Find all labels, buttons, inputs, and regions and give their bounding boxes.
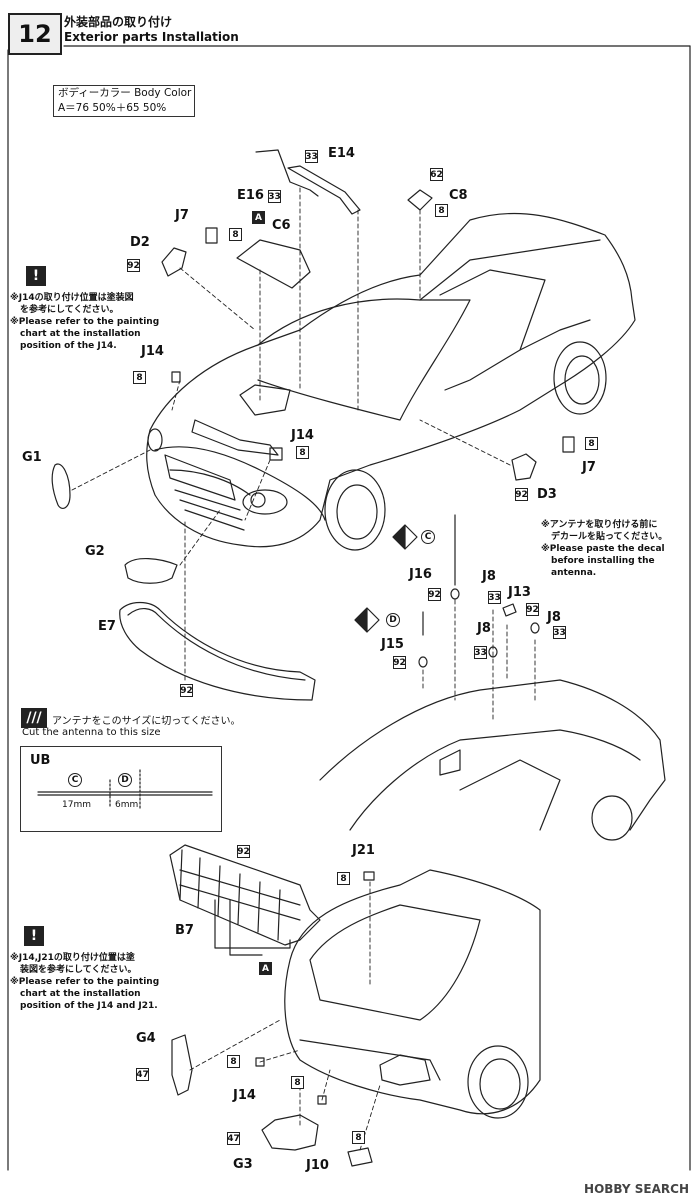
color-code: 8 bbox=[229, 228, 242, 241]
label-c8: C8 bbox=[449, 188, 468, 203]
color-code: 92 bbox=[428, 588, 441, 601]
step-title-jp: 外装部品の取り付け bbox=[64, 15, 173, 29]
color-code: 92 bbox=[180, 684, 193, 697]
attention-icon: ! bbox=[26, 266, 46, 286]
label-e7: E7 bbox=[98, 619, 116, 634]
ub-length-c: 17mm bbox=[62, 800, 91, 810]
body-color-formula: A＝76 50%＋65 50% bbox=[58, 102, 167, 114]
note-j14-j21: ※J14,J21の取り付け位置は塗 装図を参考にしてください。 ※Please … bbox=[10, 953, 160, 1011]
label-j15: J15 bbox=[381, 637, 404, 652]
note-j14: ※J14の取り付け位置は塗装図 を参考にしてください。 ※Please refe… bbox=[10, 293, 160, 351]
label-j7-front: J7 bbox=[175, 208, 189, 223]
color-code: 92 bbox=[515, 488, 528, 501]
cut-icon: /// bbox=[21, 708, 47, 728]
color-code: 33 bbox=[488, 591, 501, 604]
ub-mark-d: D bbox=[118, 773, 132, 787]
step-number: 12 bbox=[8, 13, 62, 55]
label-j14-a: J14 bbox=[141, 344, 164, 359]
color-code: 8 bbox=[585, 437, 598, 450]
color-code: 8 bbox=[352, 1131, 365, 1144]
step-title-en: Exterior parts Installation bbox=[64, 30, 239, 44]
label-j16: J16 bbox=[409, 567, 432, 582]
label-e16: E16 bbox=[237, 188, 264, 203]
color-code: 47 bbox=[227, 1132, 240, 1145]
color-code: 8 bbox=[291, 1076, 304, 1089]
label-j8-c: J8 bbox=[477, 621, 491, 636]
antenna-length-box bbox=[20, 746, 222, 832]
antenna-mark-c: C bbox=[421, 530, 435, 544]
color-code: 92 bbox=[526, 603, 539, 616]
color-code: 8 bbox=[133, 371, 146, 384]
color-code: 62 bbox=[430, 168, 443, 181]
body-color-box: ボディーカラー Body Color A＝76 50%＋65 50% bbox=[53, 85, 195, 117]
label-j10: J10 bbox=[306, 1158, 329, 1173]
label-j14-b: J14 bbox=[291, 428, 314, 443]
color-code: 92 bbox=[237, 845, 250, 858]
label-g2: G2 bbox=[85, 544, 105, 559]
label-j7-side: J7 bbox=[582, 460, 596, 475]
color-code: A bbox=[252, 211, 265, 224]
label-j13: J13 bbox=[508, 585, 531, 600]
label-c6: C6 bbox=[272, 218, 291, 233]
color-code: 33 bbox=[305, 150, 318, 163]
color-code: 33 bbox=[474, 646, 487, 659]
color-code: 92 bbox=[127, 259, 140, 272]
watermark-logo: HOBBY SEARCH bbox=[584, 1182, 689, 1196]
color-code: 33 bbox=[268, 190, 281, 203]
attention-icon-2: ! bbox=[24, 926, 44, 946]
color-code: 8 bbox=[227, 1055, 240, 1068]
cut-note-en: Cut the antenna to this size bbox=[22, 727, 161, 738]
label-g1: G1 bbox=[22, 450, 42, 465]
color-code: 92 bbox=[393, 656, 406, 669]
label-j8-b: J8 bbox=[547, 610, 561, 625]
body-color-title: ボディーカラー Body Color bbox=[58, 87, 192, 99]
color-code: 8 bbox=[337, 872, 350, 885]
label-g3: G3 bbox=[233, 1157, 253, 1172]
label-j21: J21 bbox=[352, 843, 375, 858]
color-code: A bbox=[259, 962, 272, 975]
color-code: 8 bbox=[435, 204, 448, 217]
color-code: 47 bbox=[136, 1068, 149, 1081]
label-b7: B7 bbox=[175, 923, 194, 938]
cut-note-jp: アンテナをこのサイズに切ってください。 bbox=[52, 716, 241, 727]
color-code: 33 bbox=[553, 626, 566, 639]
label-j8-a: J8 bbox=[482, 569, 496, 584]
antenna-mark-d: D bbox=[386, 613, 400, 627]
label-e14: E14 bbox=[328, 146, 355, 161]
ub-title: UB bbox=[30, 753, 51, 768]
color-code: 8 bbox=[296, 446, 309, 459]
label-d2: D2 bbox=[130, 235, 150, 250]
ub-mark-c: C bbox=[68, 773, 82, 787]
label-d3: D3 bbox=[537, 487, 557, 502]
note-antenna-decal: ※アンテナを取り付ける前に デカールを貼ってください。 ※Please past… bbox=[541, 520, 668, 578]
label-j14-c: J14 bbox=[233, 1088, 256, 1103]
ub-length-d: 6mm bbox=[115, 800, 139, 810]
label-g4: G4 bbox=[136, 1031, 156, 1046]
